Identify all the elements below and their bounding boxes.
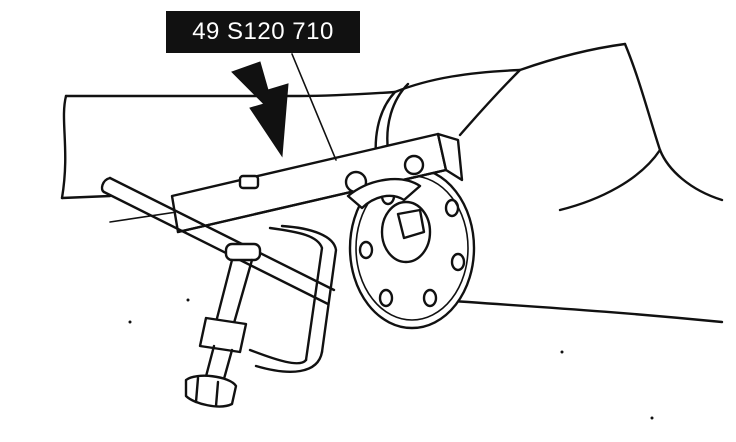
tool-number-label: 49 S120 710: [166, 11, 360, 53]
pointer-arrow: [231, 61, 289, 158]
hammer-handle: [184, 316, 248, 408]
tool-number-text: 49 S120 710: [192, 18, 334, 45]
leader-line: [291, 53, 337, 161]
hub-housing: [374, 42, 724, 324]
hammer-collar: [212, 224, 338, 373]
puller-arm: [170, 132, 464, 234]
scan-speckle: [128, 298, 654, 420]
slide-hammer-rod: [100, 176, 336, 306]
